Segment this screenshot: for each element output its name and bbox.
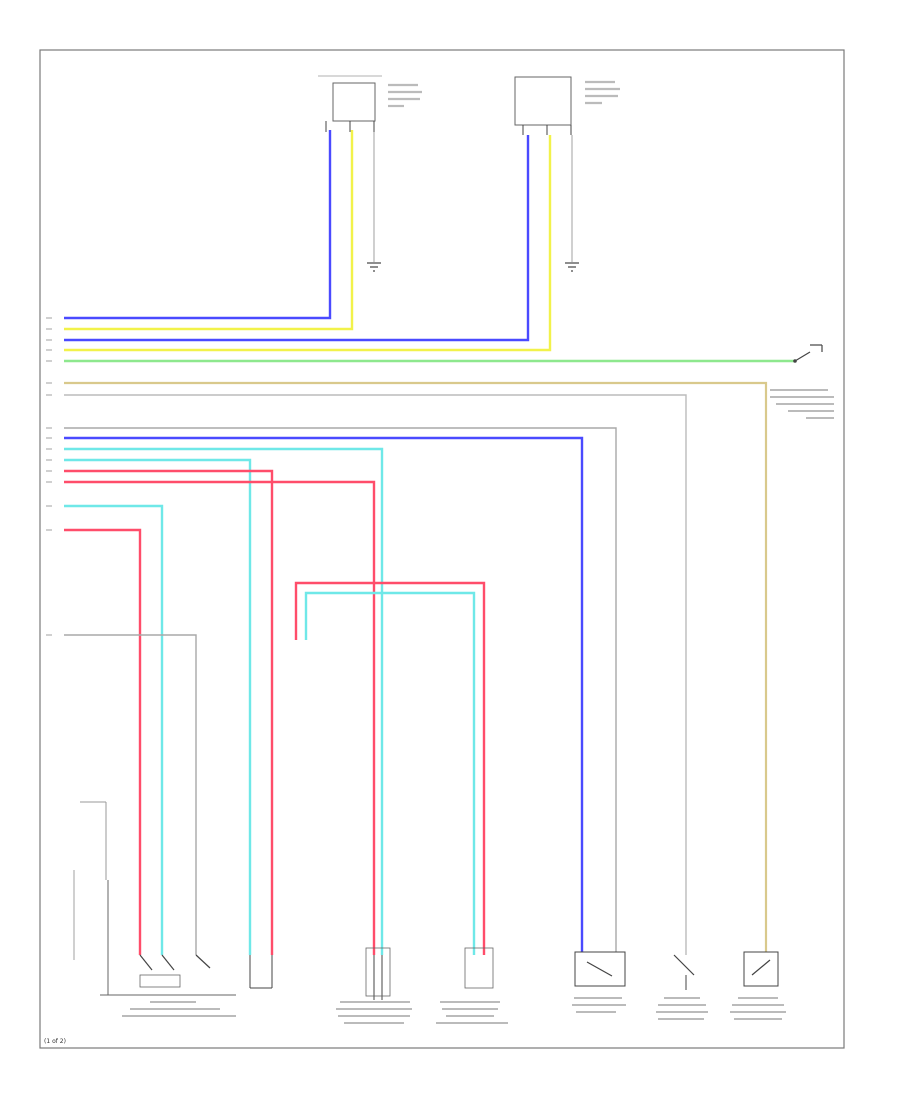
wire-gray-horizontal <box>64 394 687 955</box>
wire-cyan-middle-b <box>64 458 252 955</box>
wire-yellow-top-left <box>64 130 354 331</box>
top-right-switch-connector <box>514 76 620 135</box>
wire-cyan-loop <box>304 591 476 955</box>
lower-right-switch-box-3 <box>743 951 779 987</box>
ground-symbol-top-left <box>367 262 381 272</box>
top-right-switch-label <box>585 80 620 105</box>
wire-gray-top-run <box>64 427 617 955</box>
wire-red-middle-b <box>64 480 376 955</box>
right-sensor-label <box>770 389 834 419</box>
lower-right-switch-box-1 <box>574 951 626 987</box>
wire-blue-top-left <box>64 130 332 320</box>
ground-symbol-top-right <box>565 262 579 272</box>
wire-red-middle-a <box>64 469 274 955</box>
left-switch-assembly <box>73 801 236 996</box>
wire-blue-top-right <box>64 135 530 342</box>
wire-red-loop <box>294 581 486 955</box>
page-number: (1 of 2) <box>44 1038 66 1045</box>
wire-gray-left-run <box>64 634 197 955</box>
wire-cyan-left-run <box>64 504 164 955</box>
right-sensor-switch <box>793 344 823 363</box>
diagram-frame <box>39 49 845 1049</box>
center-right-switch <box>464 947 494 989</box>
wire-cyan-middle-a <box>64 447 384 955</box>
top-left-switch-label <box>388 83 422 108</box>
wire-yellow-top-right <box>64 135 552 352</box>
top-left-switch-connector <box>318 75 422 132</box>
wire-tan-horizontal <box>64 381 768 955</box>
wire-blue-lower-run <box>64 436 584 955</box>
mid-switch-assembly <box>249 947 391 1000</box>
lower-right-switch-2 <box>673 954 695 990</box>
wire-red-left-run <box>64 528 142 955</box>
left-terminal-ticks <box>46 317 52 636</box>
bottom-labels <box>122 997 786 1024</box>
